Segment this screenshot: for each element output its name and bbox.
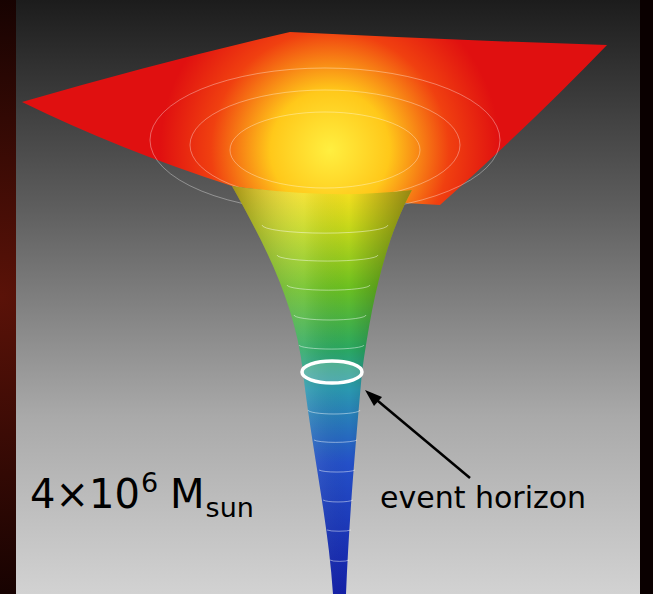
arrow-head xyxy=(365,390,382,406)
mass-unit: M xyxy=(170,471,205,517)
grey-panel xyxy=(16,0,640,594)
sheet-rings xyxy=(150,68,500,212)
leader-line xyxy=(372,396,470,478)
spacetime-sheet xyxy=(22,32,607,205)
callout-label: event horizon xyxy=(380,480,586,515)
funnel-rings xyxy=(262,225,388,561)
event-horizon-ring xyxy=(302,361,362,383)
mass-coefficient: 4×10 xyxy=(30,471,140,517)
funnel-shading xyxy=(232,186,412,594)
funnel xyxy=(232,186,412,594)
mass-exponent: 6 xyxy=(141,467,158,498)
mass-label: 4×106Msun xyxy=(30,466,254,527)
mass-unit-subscript: sun xyxy=(206,492,254,523)
